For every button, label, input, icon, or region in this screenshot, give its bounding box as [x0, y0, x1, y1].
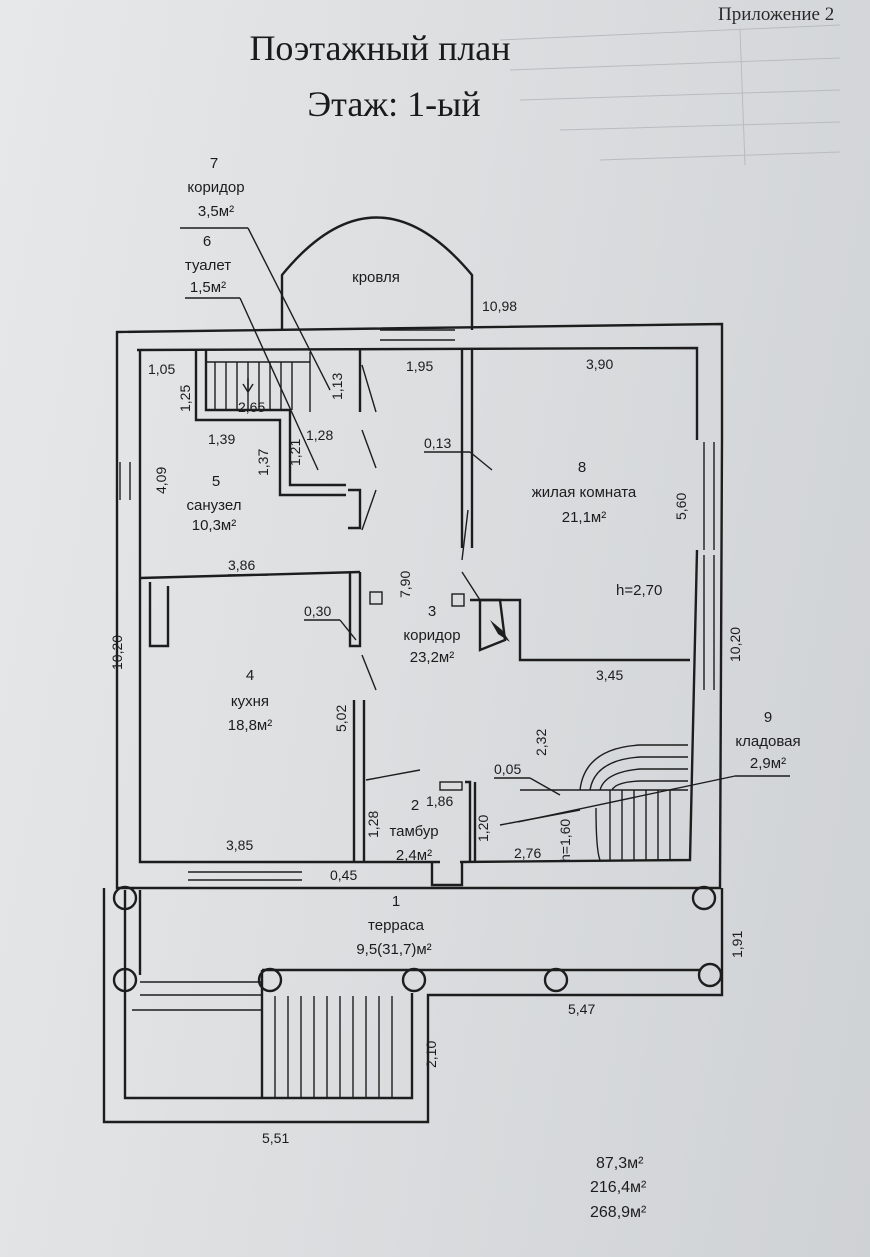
dim-2-10: 2,10 — [423, 1041, 439, 1068]
dim-5-51: 5,51 — [262, 1130, 289, 1146]
room-6-number: 6 — [203, 233, 211, 250]
dim-0-45: 0,45 — [330, 867, 357, 883]
dim-0-05: 0,05 — [494, 761, 521, 777]
room-3-area: 23,2м² — [410, 649, 455, 666]
stair-height: h=1,60 — [557, 819, 573, 862]
stairs-bottom — [520, 744, 688, 861]
bleed-through — [499, 24, 841, 166]
room-7-number: 7 — [210, 155, 218, 172]
dim-0-30: 0,30 — [304, 603, 331, 619]
room-9-name: кладовая — [735, 733, 800, 750]
chimney-square-1 — [369, 591, 383, 605]
dim-1-28-top: 1,28 — [306, 427, 333, 443]
room-8-number: 8 — [578, 459, 586, 476]
room-9-area: 2,9м² — [750, 755, 786, 772]
chimney-square-2 — [451, 593, 465, 607]
room-3-number: 3 — [428, 603, 436, 620]
dim-1-13: 1,13 — [329, 373, 345, 400]
ceiling-height: h=2,70 — [616, 582, 662, 599]
dim-1-91: 1,91 — [729, 931, 745, 958]
room-2-number: 2 — [411, 797, 419, 814]
dim-1-20: 1,20 — [475, 815, 491, 842]
dim-3-85: 3,85 — [226, 837, 253, 853]
dim-2-65: 2,65 — [238, 399, 265, 415]
dim-1-21: 1,21 — [287, 439, 303, 466]
area-totals: 87,3м² 216,4м² 268,9м² — [590, 1155, 647, 1221]
terrace — [102, 885, 724, 1124]
dim-3-90: 3,90 — [586, 356, 613, 372]
roof-arch — [280, 216, 474, 330]
total-3: 268,9м² — [590, 1204, 647, 1221]
dim-overall-height-right: 10,20 — [727, 627, 743, 662]
dim-1-25: 1,25 — [177, 385, 193, 412]
room-4-number: 4 — [246, 667, 254, 684]
floor-title: Этаж: 1-ый — [307, 84, 480, 124]
room-2-area: 2,4м² — [396, 847, 432, 864]
total-2: 216,4м² — [590, 1179, 647, 1196]
dim-1-28-bottom: 1,28 — [365, 811, 381, 838]
room-4-name: кухня — [231, 693, 269, 710]
room-1-number: 1 — [392, 893, 400, 910]
dim-7-90: 7,90 — [397, 571, 413, 598]
room-6-area: 1,5м² — [190, 279, 226, 296]
stairs-top — [206, 352, 311, 412]
dim-overall-width: 10,98 — [482, 298, 517, 314]
dim-1-39: 1,39 — [208, 431, 235, 447]
room-7-name: коридор — [187, 179, 244, 196]
room-8-name: жилая комната — [532, 484, 637, 501]
plan-title: Поэтажный план — [249, 28, 510, 68]
dim-1-05: 1,05 — [148, 361, 175, 377]
dim-5-60: 5,60 — [673, 493, 689, 520]
room-5-number: 5 — [212, 473, 220, 490]
outer-wall-outer — [115, 322, 724, 890]
dimension-labels: 10,98 1,95 3,90 1,05 1,25 2,65 1,13 1,39… — [109, 298, 745, 1146]
room-4-area: 18,8м² — [228, 717, 273, 734]
room-5-name: санузел — [187, 497, 242, 514]
dim-1-37: 1,37 — [255, 449, 271, 476]
dim-5-02: 5,02 — [333, 705, 349, 732]
outer-wall-inner — [136, 346, 699, 864]
windows — [119, 442, 715, 881]
room-9-number: 9 — [764, 709, 772, 726]
internal-walls — [139, 350, 690, 887]
dim-overall-height-left: 10,20 — [109, 635, 125, 670]
stove-symbol — [490, 620, 510, 642]
dim-4-09: 4,09 — [153, 467, 169, 494]
room-5-area: 10,3м² — [192, 517, 237, 534]
room-3-name: коридор — [403, 627, 460, 644]
dim-1-95: 1,95 — [406, 358, 433, 374]
dim-3-86: 3,86 — [228, 557, 255, 573]
dim-3-45: 3,45 — [596, 667, 623, 683]
total-1: 87,3м² — [596, 1155, 644, 1172]
room-labels: 7 коридор 3,5м² 6 туалет 1,5м² 5 санузел… — [185, 155, 801, 958]
dim-5-47: 5,47 — [568, 1001, 595, 1017]
dim-2-76: 2,76 — [514, 845, 541, 861]
room-1-name: терраса — [368, 917, 425, 934]
leader-lines — [180, 227, 790, 823]
dim-0-13: 0,13 — [424, 435, 451, 451]
room-7-area: 3,5м² — [198, 203, 234, 220]
room-2-name: тамбур — [389, 823, 438, 840]
room-6-name: туалет — [185, 257, 231, 274]
room-8-area: 21,1м² — [562, 509, 607, 526]
entry-block — [439, 781, 463, 791]
roof-label: кровля — [352, 269, 400, 286]
dim-1-86: 1,86 — [426, 793, 453, 809]
room-1-area: 9,5(31,7)м² — [356, 941, 431, 958]
dim-2-32: 2,32 — [533, 729, 549, 756]
appendix-label: Приложение 2 — [718, 4, 834, 25]
